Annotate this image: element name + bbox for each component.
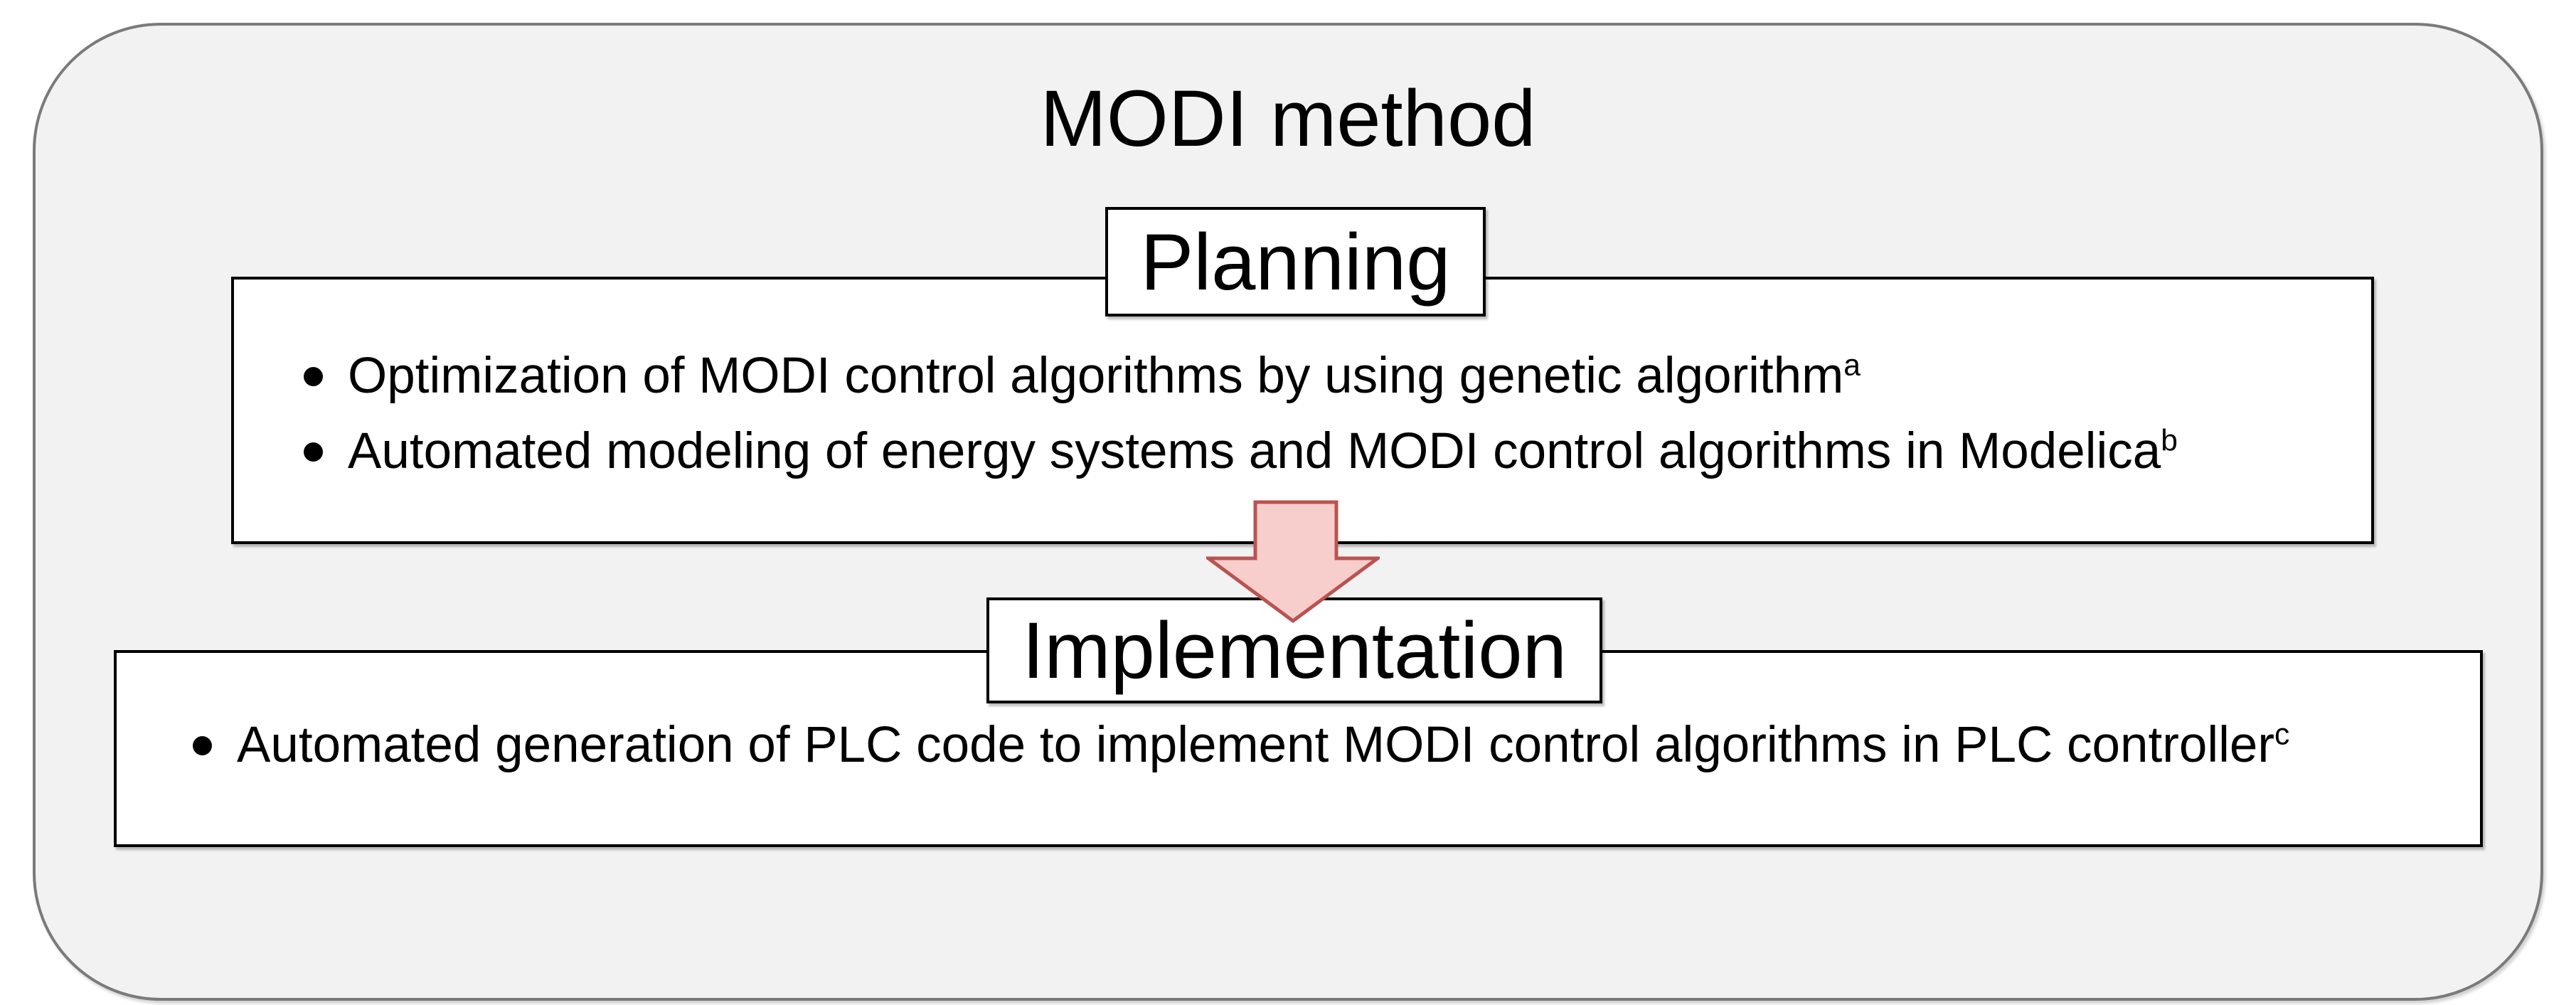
- planning-bullet-list: Optimization of MODI control algorithms …: [304, 339, 2178, 489]
- down-arrow-icon: [1206, 500, 1380, 624]
- bullet-icon: [304, 367, 323, 386]
- implementation-bullet-list: Automated generation of PLC code to impl…: [193, 708, 2289, 783]
- planning-header-box: Planning: [1105, 207, 1486, 317]
- bullet-text: Optimization of MODI control algorithms …: [348, 348, 1844, 404]
- planning-box: [231, 277, 2374, 544]
- list-item: Automated generation of PLC code to impl…: [193, 708, 2289, 783]
- footnote-marker: a: [1843, 348, 1861, 383]
- figure-title: MODI method: [1040, 74, 1536, 163]
- bullet-icon: [304, 442, 323, 462]
- down-arrow-shape: [1206, 500, 1380, 624]
- footnote-marker: b: [2161, 423, 2178, 458]
- bullet-text: Automated generation of PLC code to impl…: [237, 717, 2275, 773]
- footnote-marker: c: [2274, 717, 2290, 752]
- bullet-text: Automated modeling of energy systems and…: [348, 423, 2161, 479]
- list-item: Automated modeling of energy systems and…: [304, 414, 2178, 489]
- list-item: Optimization of MODI control algorithms …: [304, 339, 2178, 414]
- planning-header-label: Planning: [1140, 217, 1451, 307]
- bullet-icon: [193, 736, 212, 755]
- implementation-header-box: Implementation: [986, 597, 1602, 703]
